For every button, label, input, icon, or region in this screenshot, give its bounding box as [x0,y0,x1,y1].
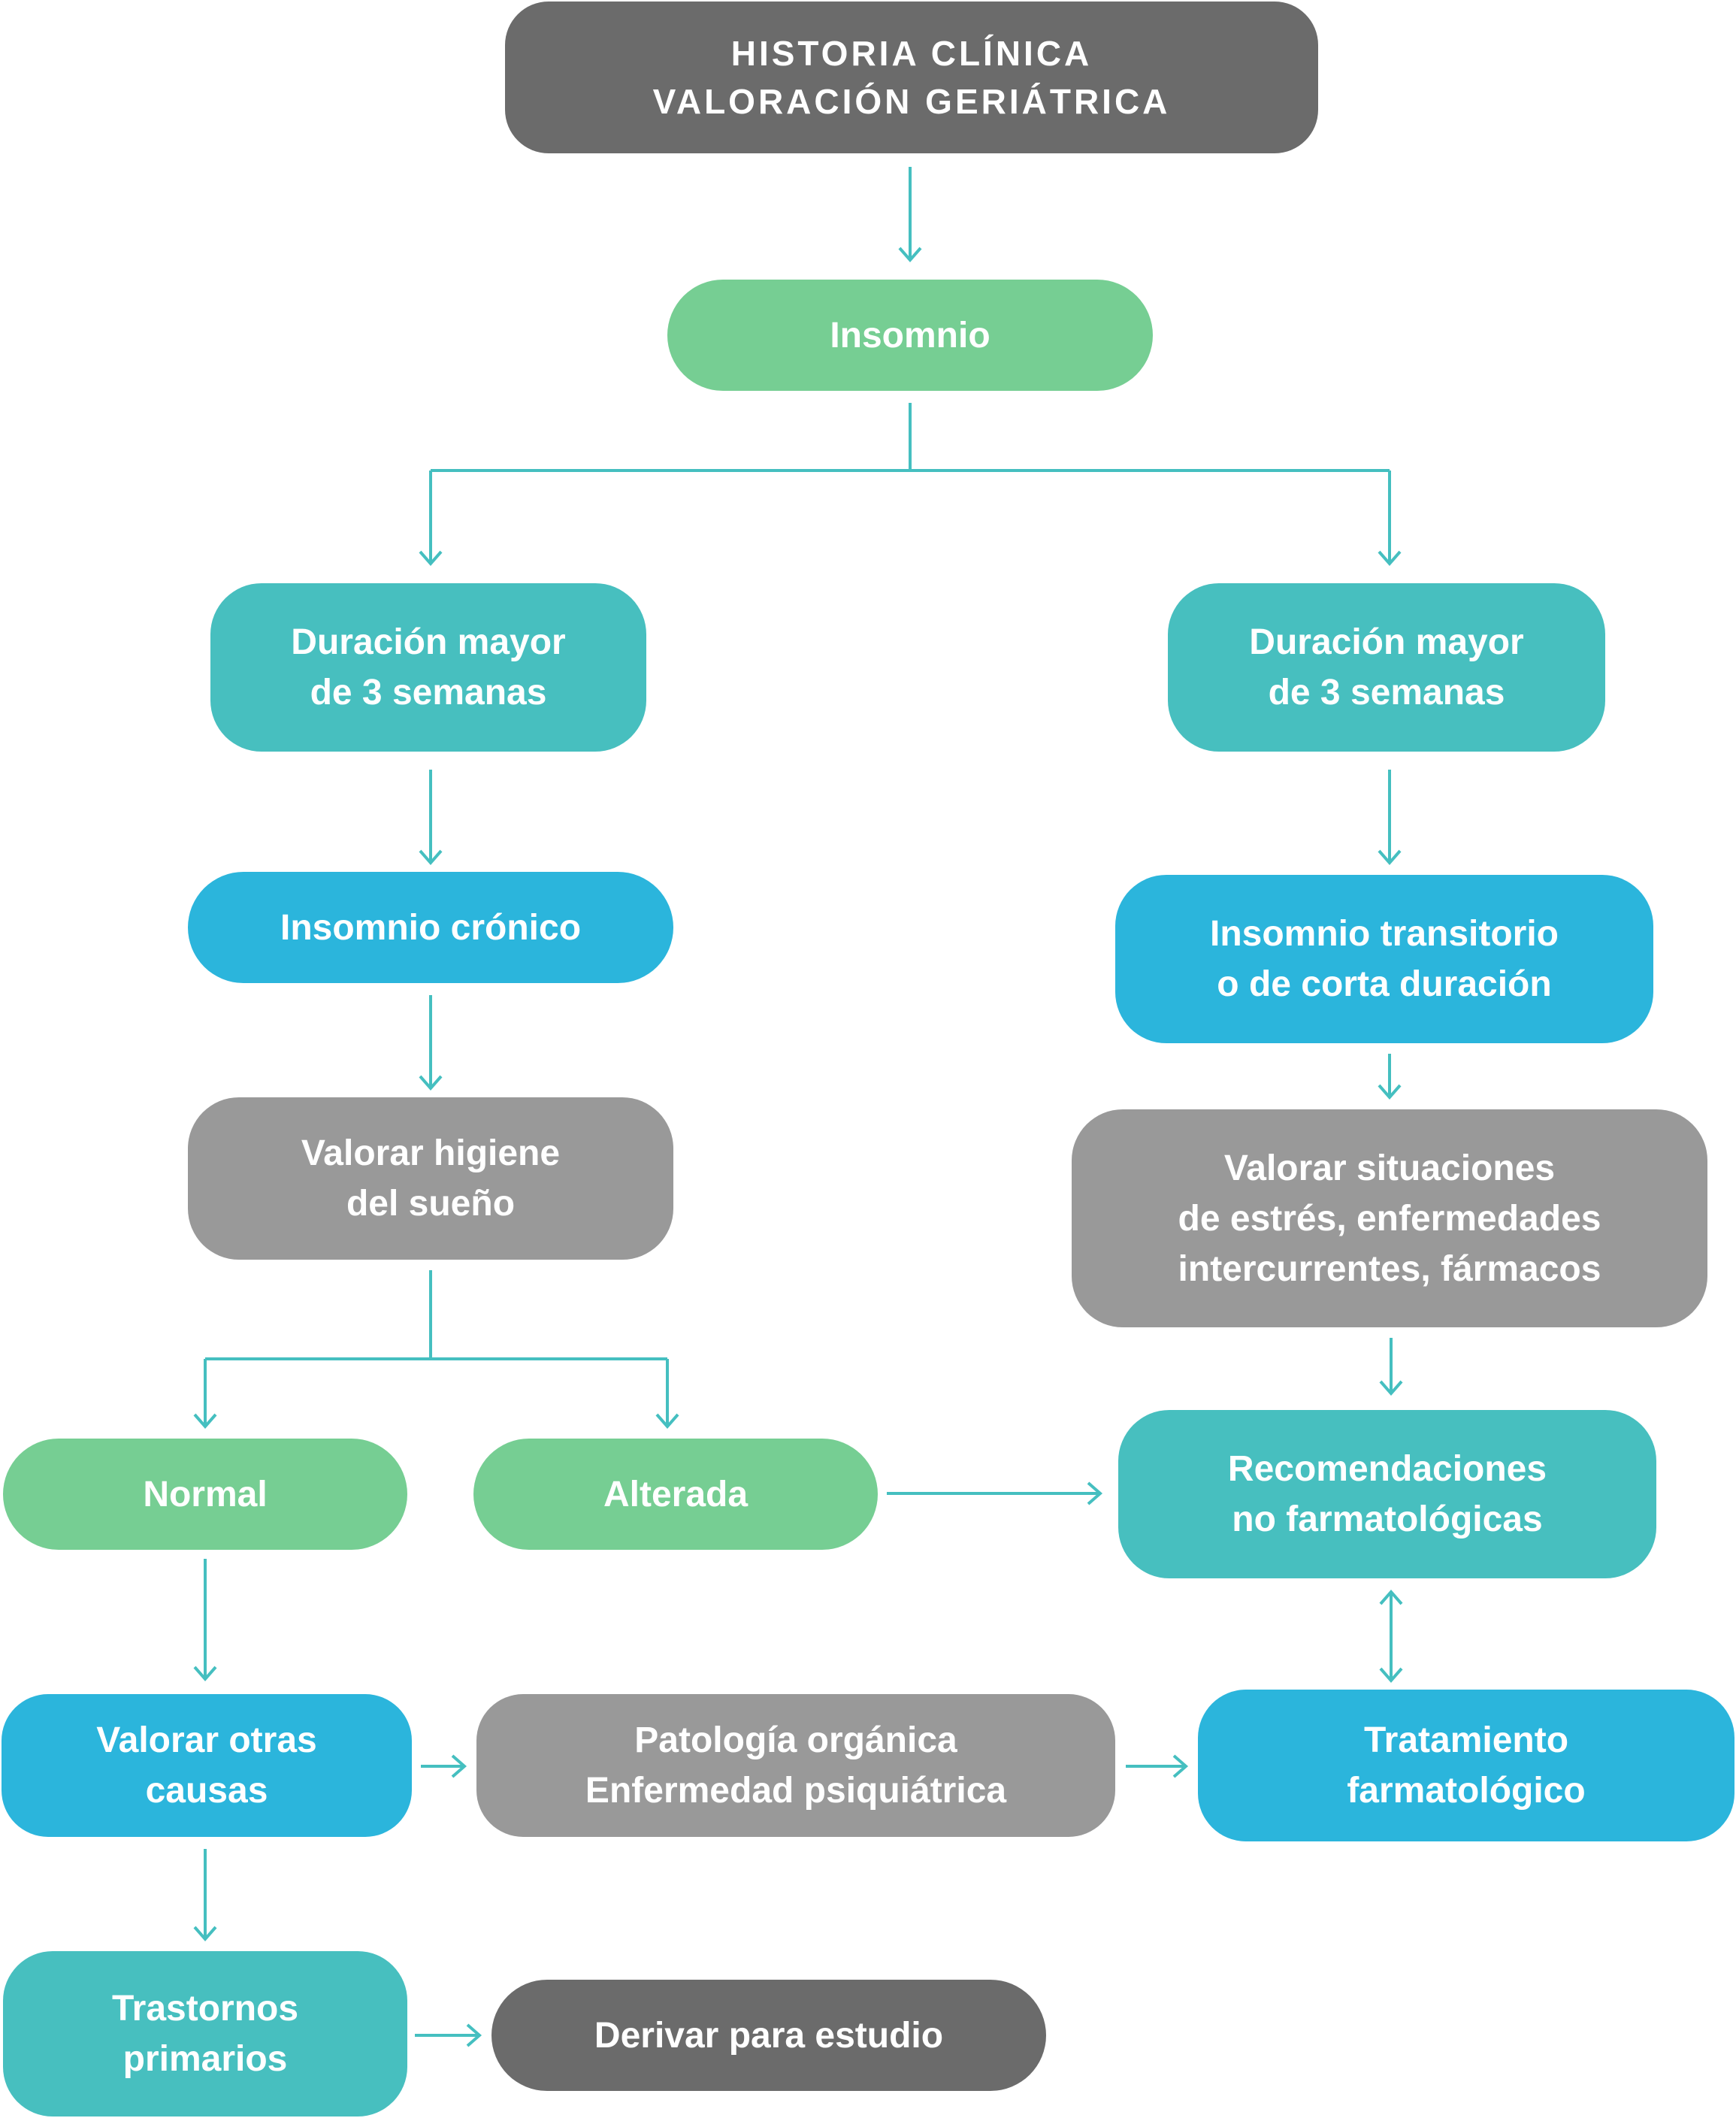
connector-historia-insomnio [898,167,922,263]
node-derivar-label: Derivar para estudio [594,2015,944,2056]
node-valorar-otras-causas: Valorar otras causas [2,1694,412,1837]
node-alterada: Alterada [473,1439,878,1550]
node-trastornos-primarios-label: Trastornos primarios [111,1989,299,2079]
connector-alterada-recomendaciones [887,1481,1103,1505]
node-insomnio: Insomnio [667,280,1153,391]
node-patologia: Patología orgánica Enfermedad psiquiátri… [476,1694,1115,1837]
node-recomendaciones: Recomendaciones no farmatológicas [1118,1410,1656,1578]
node-duracion-right-label: Duración mayor de 3 semanas [1249,622,1524,713]
node-insomnio-transitorio-label: Insomnio transitorio o de corta duración [1209,914,1559,1004]
node-normal: Normal [3,1439,407,1550]
node-patologia-label: Patología orgánica Enfermedad psiquiátri… [585,1720,1007,1811]
node-insomnio-cronico: Insomnio crónico [188,872,673,983]
node-tratamiento: Tratamiento farmatológico [1198,1690,1734,1841]
connector-normal-otras [193,1559,217,1682]
node-tratamiento-label: Tratamiento farmatológico [1347,1720,1586,1811]
node-insomnio-transitorio: Insomnio transitorio o de corta duración [1115,875,1653,1043]
connector-patologia-tratamiento [1126,1754,1189,1778]
connector-trastornos-derivar [415,2023,482,2047]
node-valorar-situaciones-label: Valorar situaciones de estrés, enfermeda… [1178,1148,1601,1289]
connector-cronico-higiene [419,995,443,1091]
connector-duracion-transitorio [1378,770,1402,866]
node-normal-label: Normal [143,1474,268,1514]
node-insomnio-cronico-label: Insomnio crónico [280,907,582,948]
connector-situaciones-recomendaciones [1379,1338,1403,1396]
connector-higiene-split [193,1270,679,1430]
node-valorar-higiene: Valorar higiene del sueño [188,1097,673,1260]
node-duracion-left-label: Duración mayor de 3 semanas [291,622,566,713]
node-derivar: Derivar para estudio [491,1980,1046,2091]
node-valorar-higiene-label: Valorar higiene del sueño [301,1133,561,1224]
connector-otras-patologia [421,1754,467,1778]
node-historia-clinica: HISTORIA CLÍNICA VALORACIÓN GERIÁTRICA [505,2,1318,153]
node-duracion-right: Duración mayor de 3 semanas [1168,583,1605,752]
node-duracion-left: Duración mayor de 3 semanas [210,583,646,752]
connector-transitorio-situaciones [1378,1054,1402,1100]
node-valorar-otras-causas-label: Valorar otras causas [96,1720,317,1811]
connector-duracion-cronico [419,770,443,866]
connector-insomnio-split [419,403,1402,567]
node-valorar-situaciones: Valorar situaciones de estrés, enfermeda… [1072,1109,1707,1327]
connector-otras-trastornos [193,1849,217,1942]
node-trastornos-primarios: Trastornos primarios [3,1951,407,2116]
node-historia-clinica-label: HISTORIA CLÍNICA VALORACIÓN GERIÁTRICA [652,34,1171,121]
connector-recomendaciones-tratamiento [1379,1589,1403,1684]
node-alterada-label: Alterada [603,1474,749,1514]
node-insomnio-label: Insomnio [830,315,990,356]
node-recomendaciones-label: Recomendaciones no farmatológicas [1227,1449,1547,1539]
